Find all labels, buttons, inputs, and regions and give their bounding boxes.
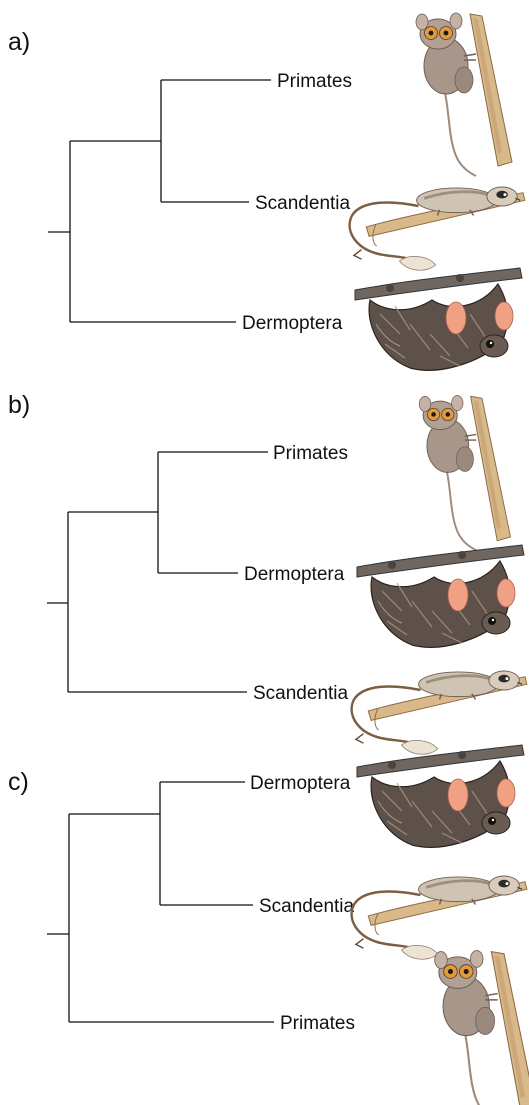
taxon-label-primates: Primates <box>273 443 348 464</box>
taxon-label-scandentia: Scandentia <box>259 896 355 917</box>
taxon-label-scandentia: Scandentia <box>253 683 349 704</box>
taxon-label-dermoptera: Dermoptera <box>244 564 345 585</box>
treeshrew-illustration <box>350 187 525 270</box>
panel-a: a) Primates Scandentia Dermoptera <box>8 13 525 370</box>
treeshrew-illustration <box>352 671 527 754</box>
tarsier-illustration <box>435 951 529 1105</box>
cladogram <box>47 452 268 692</box>
taxon-label-dermoptera: Dermoptera <box>242 313 343 334</box>
cladogram <box>47 782 274 1022</box>
taxon-label-primates: Primates <box>280 1013 355 1034</box>
taxon-label-primates: Primates <box>277 71 352 92</box>
colugo-illustration <box>355 268 522 370</box>
cladogram <box>48 80 271 322</box>
panel-label: b) <box>8 391 30 419</box>
panel-label: c) <box>8 768 29 796</box>
tarsier-illustration <box>416 13 512 176</box>
taxon-label-scandentia: Scandentia <box>255 193 351 214</box>
tarsier-illustration <box>419 395 510 550</box>
panel-label: a) <box>8 28 30 56</box>
panel-b: b) Primates Dermoptera Scandentia <box>8 391 527 754</box>
colugo-illustration <box>357 745 524 847</box>
treeshrew-illustration <box>352 876 527 959</box>
panel-c: c) Dermoptera Scandentia Primates <box>8 745 529 1105</box>
taxon-label-dermoptera: Dermoptera <box>250 773 351 794</box>
colugo-illustration <box>357 545 524 647</box>
